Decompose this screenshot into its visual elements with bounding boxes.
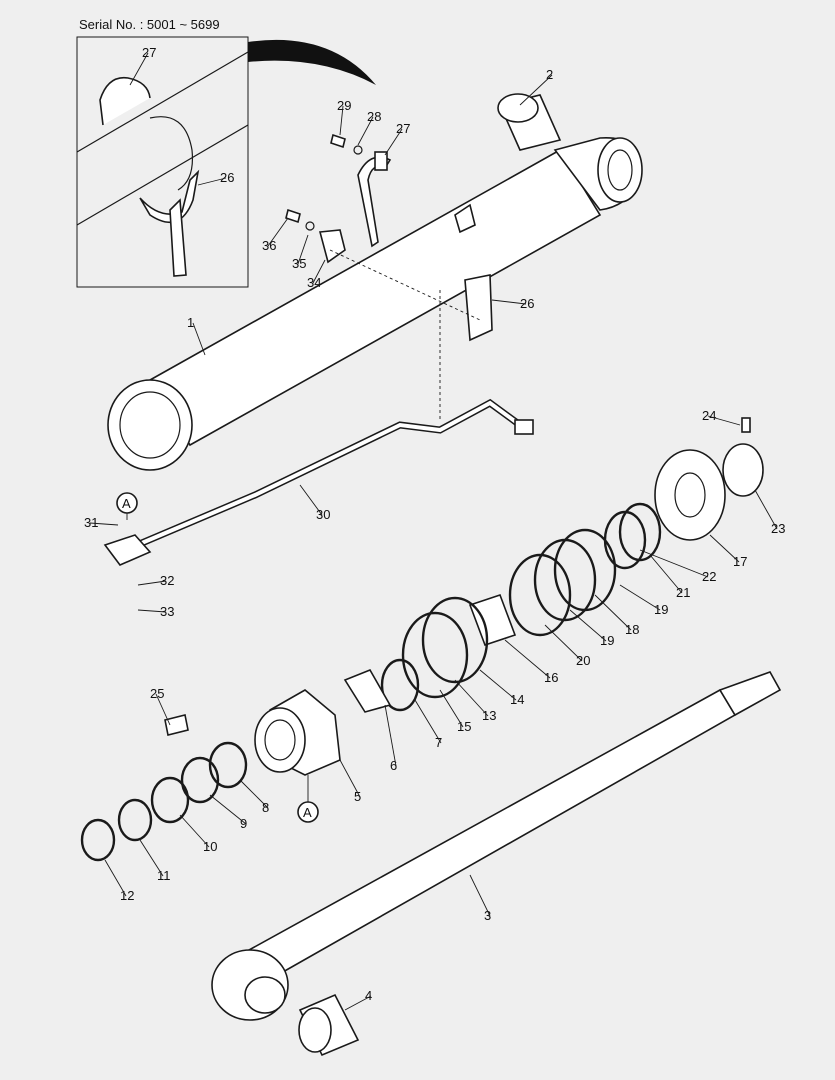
leader-line xyxy=(439,689,464,728)
leader-line xyxy=(709,534,740,563)
hydraulic-pipe xyxy=(103,249,534,566)
part-label: 35 xyxy=(292,256,306,271)
detail-inset xyxy=(76,36,376,288)
part-label: 14 xyxy=(510,692,524,707)
leader-line xyxy=(469,874,491,917)
leader-line xyxy=(339,759,361,798)
part-label: 1 xyxy=(187,315,194,330)
leader-line xyxy=(544,624,583,662)
leader-line xyxy=(344,995,372,1011)
leader-line xyxy=(707,415,741,426)
leader-line xyxy=(192,322,206,356)
part-label: 27 xyxy=(142,45,156,60)
part-label: 5 xyxy=(354,789,361,804)
part-label: 25 xyxy=(150,686,164,701)
part-label: 23 xyxy=(771,521,785,536)
part-label: 34 xyxy=(307,275,321,290)
bushing-top xyxy=(497,93,562,151)
part-label: 3 xyxy=(484,908,491,923)
part-label: 26 xyxy=(220,170,234,185)
part-label: 31 xyxy=(84,515,98,530)
part-label: 4 xyxy=(365,988,372,1003)
part-label: 27 xyxy=(396,121,410,136)
part-label: 24 xyxy=(702,408,716,423)
part-label: 8 xyxy=(262,800,269,815)
svg-text:A: A xyxy=(122,496,131,511)
piston-assembly xyxy=(343,417,764,713)
part-label: 13 xyxy=(482,708,496,723)
part-label: 36 xyxy=(262,238,276,253)
leader-line xyxy=(491,299,527,305)
part-label: 19 xyxy=(600,633,614,648)
leader-line xyxy=(197,177,227,186)
leader-line xyxy=(619,584,661,611)
part-label: 22 xyxy=(702,569,716,584)
gland-and-seals xyxy=(80,689,341,862)
piston-rod xyxy=(211,671,782,1057)
leader-line xyxy=(569,609,607,642)
leader-line xyxy=(754,489,778,530)
part-label: 28 xyxy=(367,109,381,124)
cylinder-tube xyxy=(107,137,643,471)
leader-line xyxy=(454,679,489,717)
leader-line xyxy=(414,699,442,744)
reference-a-top: A xyxy=(116,492,138,520)
leader-line xyxy=(299,484,323,516)
part-label: 2 xyxy=(546,67,553,82)
leader-line xyxy=(297,234,309,265)
leader-line xyxy=(137,580,167,586)
part-label: 17 xyxy=(733,554,747,569)
reference-a-bottom: A xyxy=(297,775,319,823)
part-label: 6 xyxy=(390,758,397,773)
leader-line xyxy=(239,779,269,809)
svg-text:A: A xyxy=(303,805,312,820)
part-label: 16 xyxy=(544,670,558,685)
part-label: 30 xyxy=(316,507,330,522)
leader-line xyxy=(339,105,344,136)
leader-line xyxy=(504,639,551,679)
part-labels: 1234567891011121314151617181919202122232… xyxy=(84,45,785,1011)
part-label: 7 xyxy=(435,735,442,750)
leader-line xyxy=(137,609,167,613)
part-label: 19 xyxy=(654,602,668,617)
leader-line xyxy=(139,839,164,877)
serial-number: Serial No. : 5001 ~ 5699 xyxy=(79,17,220,32)
part-label: 18 xyxy=(625,622,639,637)
leader-line xyxy=(209,794,247,825)
part-label: 33 xyxy=(160,604,174,619)
leader-line xyxy=(155,693,171,726)
leader-line xyxy=(479,669,517,701)
part-label: 9 xyxy=(240,816,247,831)
part-label: 20 xyxy=(576,653,590,668)
leader-line xyxy=(357,116,374,146)
leader-line xyxy=(267,217,289,247)
part-label: 21 xyxy=(676,585,690,600)
leader-line xyxy=(179,814,210,848)
leader-line xyxy=(519,74,553,106)
part-label: 10 xyxy=(203,839,217,854)
part-label: 26 xyxy=(520,296,534,311)
leader-line xyxy=(104,859,127,897)
leader-line xyxy=(594,594,632,631)
part-label: 32 xyxy=(160,573,174,588)
leader-line xyxy=(639,549,709,578)
leader-line xyxy=(129,52,149,86)
leader-line xyxy=(384,704,397,767)
leader-line xyxy=(649,554,683,594)
part-label: 29 xyxy=(337,98,351,113)
clamp-bracket xyxy=(285,133,493,342)
leader-line xyxy=(384,128,403,156)
leader-line xyxy=(312,259,326,284)
leader-line xyxy=(89,522,119,526)
